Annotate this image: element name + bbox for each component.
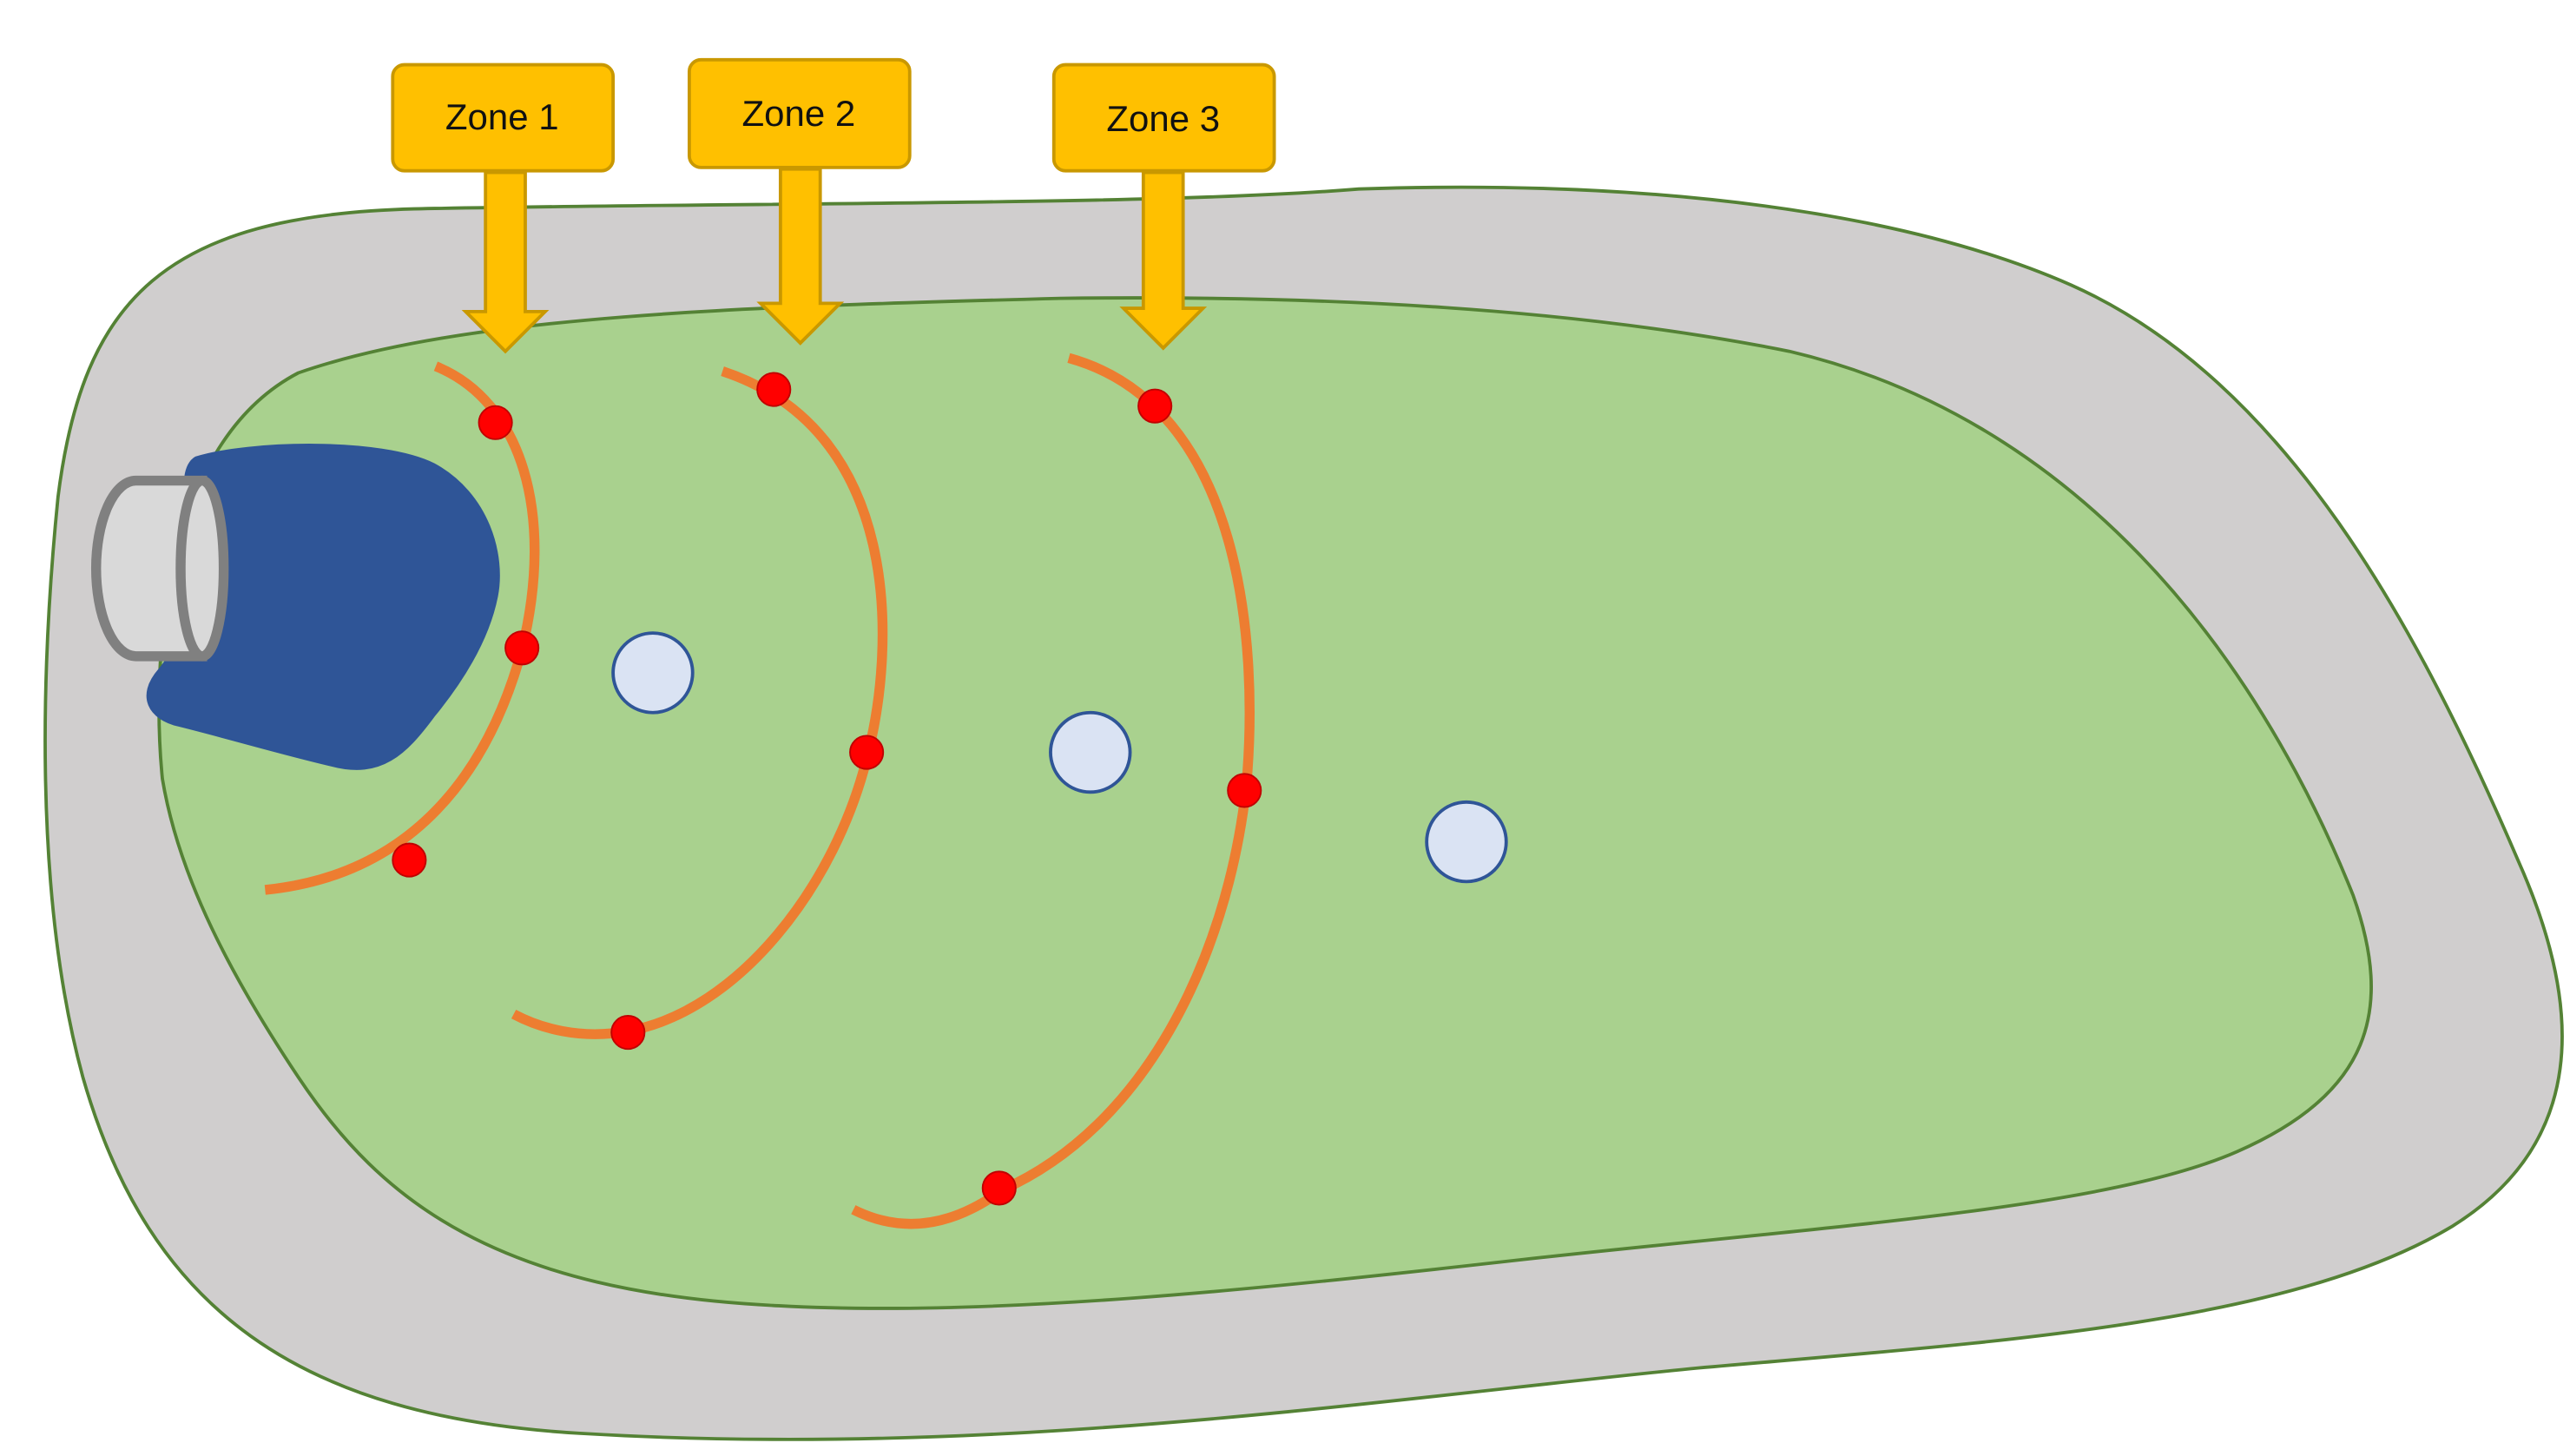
cylinder-body [90,475,208,662]
cylinder-icon [90,475,229,662]
zone-2-callout: Zone 2 [688,57,912,346]
zone-3-arrow [1119,170,1208,351]
inner-region [157,296,2373,1310]
sensor-dot [756,372,792,407]
zone-3-label: Zone 3 [1106,98,1220,139]
sensor-dot [478,405,513,440]
zone-1-callout: Zone 1 [391,63,616,354]
sensor-dot [1137,388,1173,424]
sensor-dots [392,372,1262,1206]
sensor-dot [392,842,427,878]
marker-circle [1425,800,1508,884]
marker-circles [611,631,1508,884]
zone-1-arrow [461,170,550,354]
zone-2-arc [511,366,888,1039]
zone-3-arc [851,352,1255,1229]
sensor-dot [610,1015,646,1051]
marker-circle [611,631,695,715]
sensor-dot [504,630,540,666]
sensor-dot [981,1170,1017,1206]
zone-2-arrow [756,167,845,346]
zone-3-callout: Zone 3 [1051,63,1276,351]
sensor-dot [1227,773,1262,808]
sensor-dot [849,735,885,770]
zone-2-label: Zone 2 [742,93,856,134]
zone-1-label: Zone 1 [445,96,559,137]
marker-circle [1049,710,1132,794]
cylinder-end [175,475,229,662]
